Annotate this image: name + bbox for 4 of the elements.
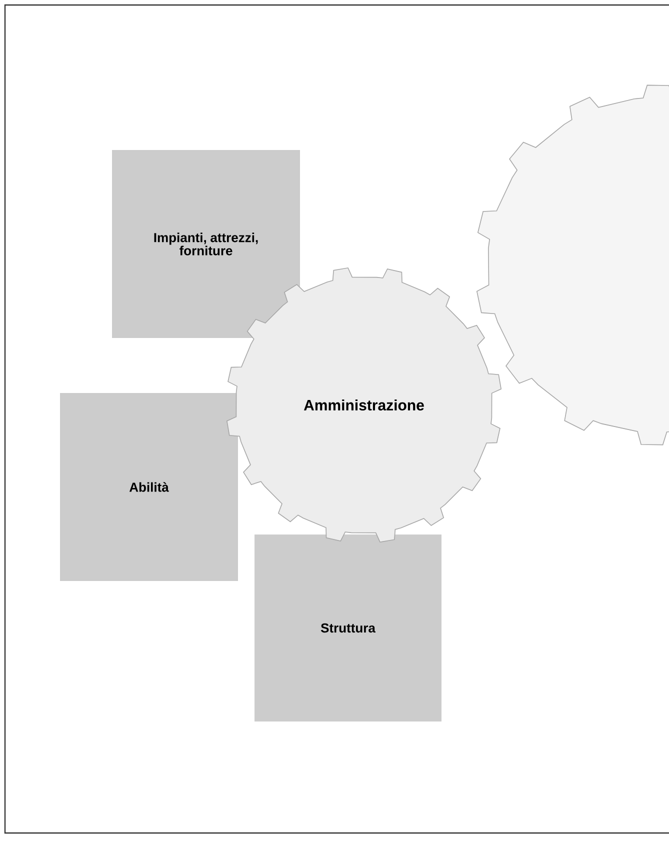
square-box: Abilità [60, 393, 238, 581]
gear-shape [476, 84, 669, 446]
square-box: Struttura [254, 534, 442, 722]
square-box: Impianti, attrezzi, forniture [112, 150, 300, 338]
